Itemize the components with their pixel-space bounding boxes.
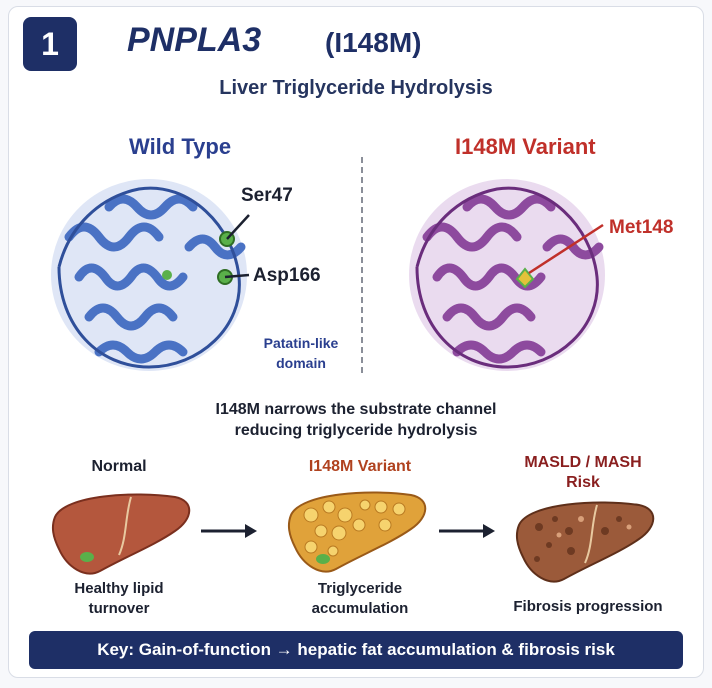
fatty-liver-icon [287,491,427,573]
gene-name: PNPLA3 [127,21,262,59]
progression-arrow-1 [201,524,257,538]
stage-normal-title: Normal [91,458,147,475]
normal-liver-icon [51,493,191,575]
progression-arrow-2 [439,524,495,538]
variant-heading: I148M Variant [455,134,596,159]
stage-masld-caption: Fibrosis progression [513,598,663,615]
stage-variant-caption: Triglyceride accumulation [311,580,409,617]
patatin-domain-label: Patatin-like domain [263,335,339,371]
stage-masld-title: MASLD / MASH Risk [524,454,642,491]
ser47-label: Ser47 [241,185,293,206]
met148-label: Met148 [609,217,674,238]
mechanism-caption: I148M narrows the substrate channel redu… [215,401,497,439]
key-banner: Key: Gain-of-function → hepatic fat accu… [29,631,683,669]
variant-name: (I148M) [325,27,422,58]
panel-number-badge: 1 [23,17,77,71]
met148-site-marker [515,267,535,289]
variant-protein-structure [409,179,605,371]
figure-subtitle: Liver Triglyceride Hydrolysis [219,77,493,99]
fibrotic-liver-icon [515,501,655,583]
structure-divider [361,157,363,373]
asp166-label: Asp166 [253,265,321,286]
figure-card: 1 PNPLA3 (I148M) Liver Triglyceride Hydr… [8,6,704,678]
wild-type-heading: Wild Type [129,134,232,159]
stage-normal-caption: Healthy lipid turnover [74,580,164,617]
stage-variant-title: I148M Variant [308,458,412,475]
wild-type-protein-structure [51,179,250,371]
